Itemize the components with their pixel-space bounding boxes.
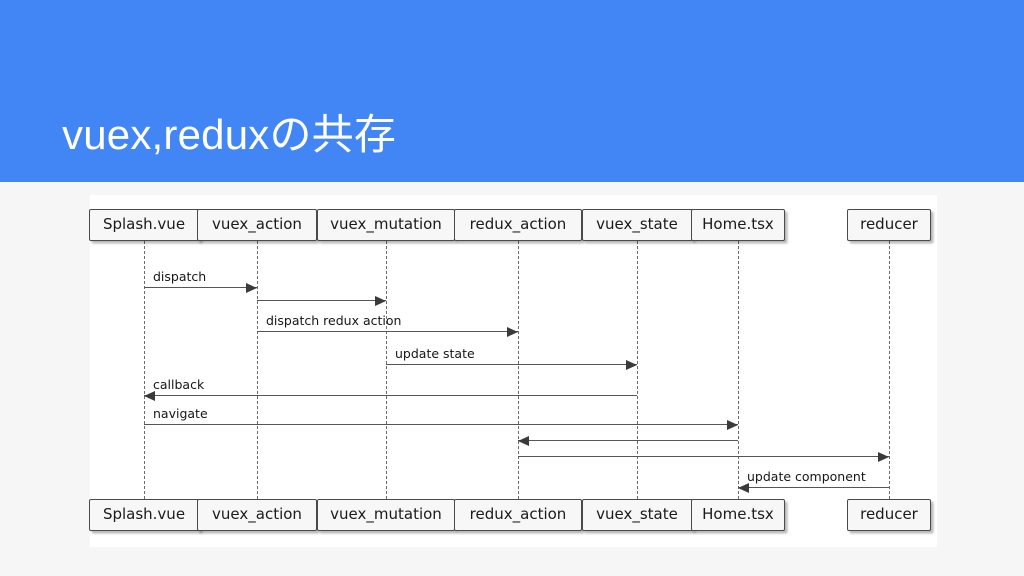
- message-arrowhead-0: [246, 282, 257, 293]
- participant-box-splash-top: Splash.vue: [88, 209, 200, 241]
- message-label-8: update component: [747, 469, 866, 484]
- message-arrowhead-7: [878, 451, 889, 462]
- lifeline-home: [738, 241, 739, 499]
- participant-box-splash-bot: Splash.vue: [88, 499, 200, 531]
- message-line-8: [738, 487, 889, 488]
- lifeline-vuex_action: [257, 241, 258, 499]
- participant-box-vuex_action-bot: vuex_action: [197, 499, 317, 531]
- message-arrowhead-6: [518, 435, 529, 446]
- message-label-3: update state: [395, 346, 475, 361]
- lifeline-reducer: [889, 241, 890, 499]
- message-line-2: [257, 331, 518, 332]
- participant-box-vuex_mutation-bot: vuex_mutation: [317, 499, 455, 531]
- message-line-1: [257, 300, 386, 301]
- participant-box-home-bot: Home.tsx: [691, 499, 785, 531]
- message-line-5: [144, 424, 738, 425]
- message-label-4: callback: [153, 377, 205, 392]
- message-label-0: dispatch: [153, 269, 207, 284]
- participant-box-vuex_mutation-top: vuex_mutation: [317, 209, 455, 241]
- message-arrowhead-2: [507, 326, 518, 337]
- participant-box-reducer-bot: reducer: [846, 499, 932, 531]
- message-line-4: [144, 395, 637, 396]
- message-line-0: [144, 287, 257, 288]
- message-line-6: [518, 440, 738, 441]
- lifeline-vuex_state: [637, 241, 638, 499]
- participant-box-vuex_state-bot: vuex_state: [581, 499, 693, 531]
- participant-box-vuex_state-top: vuex_state: [581, 209, 693, 241]
- participant-box-home-top: Home.tsx: [691, 209, 785, 241]
- lifeline-redux_action: [518, 241, 519, 499]
- message-label-5: navigate: [153, 406, 208, 421]
- slide-header-band: vuex,reduxの共存: [0, 0, 1024, 182]
- message-arrowhead-4: [144, 390, 155, 401]
- lifeline-splash: [144, 241, 145, 499]
- participant-box-vuex_action-top: vuex_action: [197, 209, 317, 241]
- page-title: vuex,reduxの共存: [62, 111, 397, 158]
- message-arrowhead-3: [626, 359, 637, 370]
- message-label-2: dispatch redux action: [266, 313, 402, 328]
- message-line-3: [386, 364, 637, 365]
- participant-box-reducer-top: reducer: [846, 209, 932, 241]
- message-arrowhead-5: [727, 419, 738, 430]
- participant-box-redux_action-bot: redux_action: [453, 499, 583, 531]
- lifeline-vuex_mutation: [386, 241, 387, 499]
- message-arrowhead-1: [375, 295, 386, 306]
- message-line-7: [518, 456, 889, 457]
- message-arrowhead-8: [738, 482, 749, 493]
- participant-box-redux_action-top: redux_action: [453, 209, 583, 241]
